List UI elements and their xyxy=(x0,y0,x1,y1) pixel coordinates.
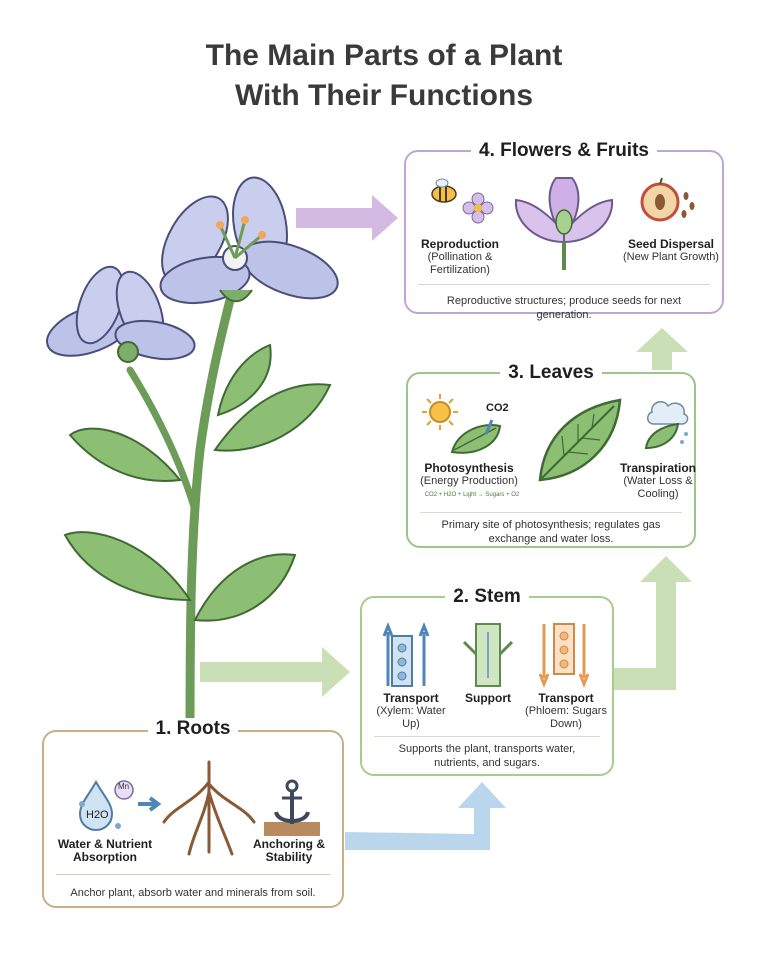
water-absorption-label2: Absorption xyxy=(73,850,137,864)
roots-title: 1. Roots xyxy=(147,718,239,739)
mineral-label: Mn xyxy=(118,782,130,791)
bee-flower-icon xyxy=(431,178,494,224)
co2-label: CO2 xyxy=(486,402,509,414)
leaf-left-upper xyxy=(68,427,182,482)
leaves-description: Primary site of photosynthesis; regulate… xyxy=(441,519,661,545)
xylem-label: Transport xyxy=(383,691,439,705)
flowers-title: 4. Flowers & Fruits xyxy=(471,140,657,161)
xylem-icon xyxy=(382,621,430,687)
sun-icon xyxy=(422,394,458,430)
apple-seeds-icon xyxy=(640,177,695,222)
transpiration-icon xyxy=(644,401,689,450)
leaf-icon xyxy=(538,398,622,482)
arrow-leaves-to-flowers xyxy=(636,328,688,370)
leaf-right-lower xyxy=(193,553,297,622)
anchoring-label2: Stability xyxy=(265,850,313,864)
xylem-sub: (Xylem: Water Up) xyxy=(376,705,446,730)
transpiration-sub: (Water Loss & Cooling) xyxy=(623,475,693,500)
main-stem xyxy=(185,295,235,745)
leaf-right-upper xyxy=(213,383,332,452)
photosynthesis-label: Photosynthesis xyxy=(424,461,514,475)
phloem-sub: (Phloem: Sugars Down) xyxy=(525,705,607,730)
reproduction-label: Reproduction xyxy=(421,237,499,251)
stem-description: Supports the plant, transports water, nu… xyxy=(398,743,576,769)
plant-illustration xyxy=(46,176,339,745)
h2o-label: H2O xyxy=(86,809,109,821)
water-absorption-label: Water & Nutrient xyxy=(57,837,153,851)
blue-arrow-icon xyxy=(138,796,162,812)
roots-description: Anchor plant, absorb water and minerals … xyxy=(70,887,316,899)
flowers-card: 4. Flowers & Fruits Reproduction (Pollin… xyxy=(404,140,724,321)
photosynthesis-sub: (Energy Production) xyxy=(420,475,518,487)
page-subtitle: With Their Functions xyxy=(234,79,534,112)
transpiration-label: Transpiration xyxy=(620,461,697,475)
arrow-stem-to-leaves xyxy=(612,556,692,690)
anchoring-label: Anchoring & xyxy=(253,837,325,851)
roots-card: 1. Roots H2O Mn Water & Nutrient Absorpt… xyxy=(42,718,344,908)
flower-left xyxy=(46,265,196,363)
water-drop-icon xyxy=(78,779,134,832)
leaf-left-lower xyxy=(63,531,192,602)
stem-card: 2. Stem Transport (Xylem: Water Up) Supp… xyxy=(360,586,614,776)
seed-dispersal-label: Seed Dispersal xyxy=(627,237,715,251)
page-title: The Main Parts of a Plant xyxy=(205,39,563,72)
stem-title: 2. Stem xyxy=(445,586,529,607)
anchor-icon xyxy=(264,779,320,836)
arrow-roots-to-stem xyxy=(345,782,506,850)
flower-cross-section-icon xyxy=(514,177,614,270)
branch-stem xyxy=(126,366,199,514)
leaves-card: 3. Leaves CO2 Photosynthesis (Energy Pro… xyxy=(406,362,697,548)
seed-dispersal-sub: (New Plant Growth) xyxy=(623,251,719,263)
phloem-label: Transport xyxy=(538,691,594,705)
reproduction-sub: (Pollination & Fertilization) xyxy=(427,251,493,276)
arrow-to-flowers xyxy=(296,195,398,241)
flower-right xyxy=(159,176,339,305)
support-icon xyxy=(462,623,514,687)
flowers-description: Reproductive structures; produce seeds f… xyxy=(446,295,682,321)
phloem-icon xyxy=(538,623,590,689)
leaves-title: 3. Leaves xyxy=(500,362,602,383)
leaf-right-small xyxy=(216,343,272,417)
support-label: Support xyxy=(465,691,511,705)
photosynthesis-equation: CO2 + H2O + Light → Sugars + O2 xyxy=(424,492,520,498)
arrow-to-stem xyxy=(200,647,350,697)
roots-icon xyxy=(162,760,256,856)
photo-leaf-icon xyxy=(450,419,502,454)
